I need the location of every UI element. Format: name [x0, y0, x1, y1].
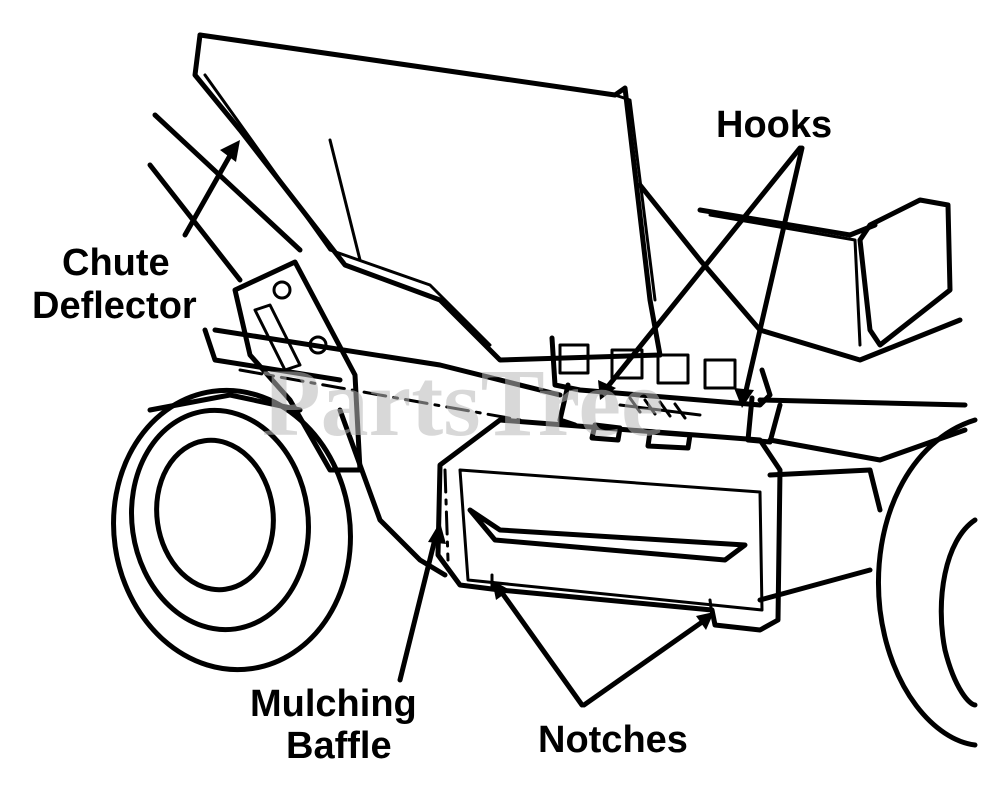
rear-wheel-left [111, 387, 353, 673]
mulching-arrow-icon [428, 522, 446, 544]
hooks-arrow-left-icon [598, 380, 616, 400]
notch-marks [490, 573, 714, 617]
notches-leader-right [581, 617, 708, 708]
notches-leader-left [497, 587, 585, 708]
chute-leader [182, 149, 235, 238]
watermark: PartsTree [262, 349, 664, 456]
hooks-arrow-right-icon [734, 388, 754, 408]
label-deflector: Deflector [32, 285, 197, 327]
rear-wheel-right [876, 417, 978, 748]
notches-arrow-right-icon [696, 612, 714, 630]
leader-lines [182, 140, 805, 708]
label-hooks: Hooks [716, 104, 832, 146]
deflector-bracket [232, 259, 363, 473]
label-chute: Chute [62, 242, 170, 284]
chute-arrow-icon [220, 140, 240, 162]
mulching-leader [397, 532, 439, 683]
hooks-leader-left [602, 145, 803, 393]
label-mulching: Mulching [250, 683, 417, 725]
chute-deflector [192, 32, 663, 363]
label-notches: Notches [538, 719, 688, 761]
notches-arrow-left-icon [492, 580, 510, 600]
hooks-leader-right [742, 145, 805, 398]
label-baffle: Baffle [286, 725, 392, 767]
